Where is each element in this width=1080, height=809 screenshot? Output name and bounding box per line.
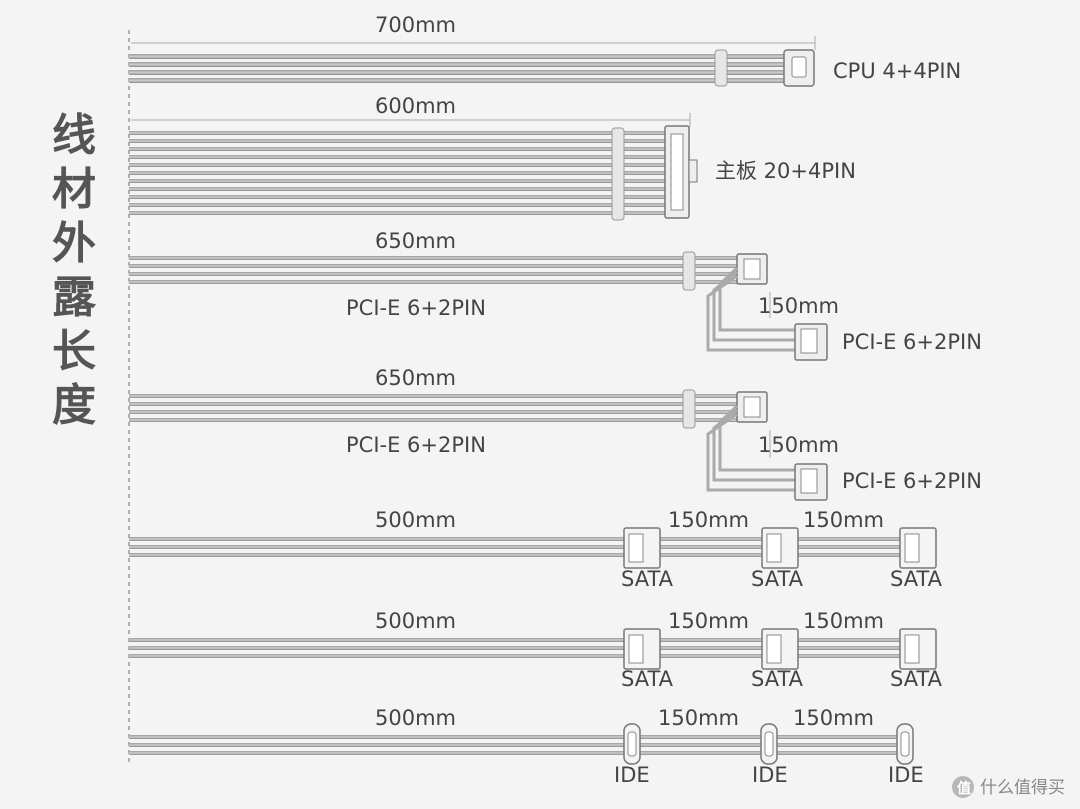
connector-pcie-6-2pin [736, 391, 768, 423]
connector-pcie-6-2pin-extension [794, 323, 828, 361]
cable-length-label: 650mm [375, 366, 456, 390]
cable-length-label: 500mm [375, 609, 456, 633]
connector-pcie-6-2pin [736, 253, 768, 285]
wire-bundle [129, 394, 737, 422]
ide-connector [623, 723, 641, 765]
connector-cpu-4-4pin [783, 49, 815, 87]
wire-bundle [129, 131, 665, 215]
segment-length-label: 150mm [793, 706, 874, 730]
side-title-char: 度 [52, 380, 96, 431]
plug-label: SATA [890, 567, 943, 591]
extension-connector-label: PCI-E 6+2PIN [842, 469, 982, 493]
extension-connector-label: PCI-E 6+2PIN [842, 330, 982, 354]
cable-sata-1: 500mm 150mm 150mm SATA SATA SATA [129, 508, 943, 591]
extension-wires [706, 266, 795, 352]
ide-connector [896, 723, 914, 765]
svg-text:值: 值 [957, 780, 971, 797]
side-title-char: 外 [52, 218, 96, 269]
side-title-char: 材 [52, 164, 96, 215]
wire-bundle [129, 638, 934, 658]
wire-bundle [129, 54, 784, 83]
wire-bundle [129, 537, 934, 557]
plug-label: SATA [751, 667, 804, 691]
extension-length-label: 150mm [758, 294, 839, 318]
sata-connector [761, 628, 799, 670]
side-title: 线 材 外 露 长 度 [52, 110, 97, 431]
plug-label: SATA [751, 567, 804, 591]
cable-length-label: 600mm [375, 94, 456, 118]
watermark: 值 什么值得买 [952, 776, 1065, 798]
cable-pcie-2: 650mm PCI-E 6+2PIN 150mm PCI-E 6+2PIN [129, 366, 982, 501]
sata-connector [761, 527, 799, 569]
segment-length-label: 150mm [658, 706, 739, 730]
plug-label: IDE [888, 763, 924, 787]
segment-length-label: 150mm [668, 609, 749, 633]
connector-pcie-6-2pin-extension [794, 463, 828, 501]
connector-motherboard-20-4pin [664, 125, 698, 219]
connector-label: 主板 20+4PIN [715, 159, 856, 183]
plug-label: SATA [621, 667, 674, 691]
sata-connector [623, 527, 661, 569]
wire-bundle [129, 256, 737, 284]
cable-clip [682, 389, 696, 429]
cable-length-label: 700mm [375, 13, 456, 37]
side-title-char: 线 [52, 110, 96, 161]
cable-length-label: 650mm [375, 229, 456, 253]
zhi-icon [952, 776, 974, 798]
cable-length-label: 500mm [375, 706, 456, 730]
segment-length-label: 150mm [803, 609, 884, 633]
plug-label: SATA [621, 567, 674, 591]
sata-connector [899, 527, 937, 569]
extension-length-label: 150mm [758, 433, 839, 457]
connector-label: CPU 4+4PIN [833, 59, 961, 83]
extension-wires [706, 404, 795, 492]
plug-label: IDE [614, 763, 650, 787]
cable-pcie-1: 650mm PCI-E 6+2PIN 150mm PCI-E 6+2PIN [129, 229, 982, 361]
cable-clip [611, 127, 625, 221]
side-title-char: 长 [52, 326, 96, 377]
cable-motherboard: 600mm 主板 20+4PIN [129, 94, 856, 221]
plug-label: IDE [752, 763, 788, 787]
connector-label: PCI-E 6+2PIN [346, 296, 486, 320]
wire-bundle [129, 735, 907, 755]
connector-label: PCI-E 6+2PIN [346, 433, 486, 457]
cable-cpu: 700mm CPU 4+4PIN [129, 13, 961, 87]
watermark-text: 什么值得买 [980, 778, 1065, 798]
sata-connector [899, 628, 937, 670]
ide-connector [760, 723, 778, 765]
plug-label: SATA [890, 667, 943, 691]
cable-ide: 500mm 150mm 150mm IDE IDE IDE [129, 706, 924, 787]
side-title-char: 露 [52, 272, 97, 323]
sata-connector [623, 628, 661, 670]
segment-length-label: 150mm [668, 508, 749, 532]
cable-clip [714, 49, 728, 87]
segment-length-label: 150mm [803, 508, 884, 532]
cable-clip [682, 251, 696, 291]
cable-sata-2: 500mm 150mm 150mm SATA SATA SATA [129, 609, 943, 691]
cable-length-label: 500mm [375, 508, 456, 532]
